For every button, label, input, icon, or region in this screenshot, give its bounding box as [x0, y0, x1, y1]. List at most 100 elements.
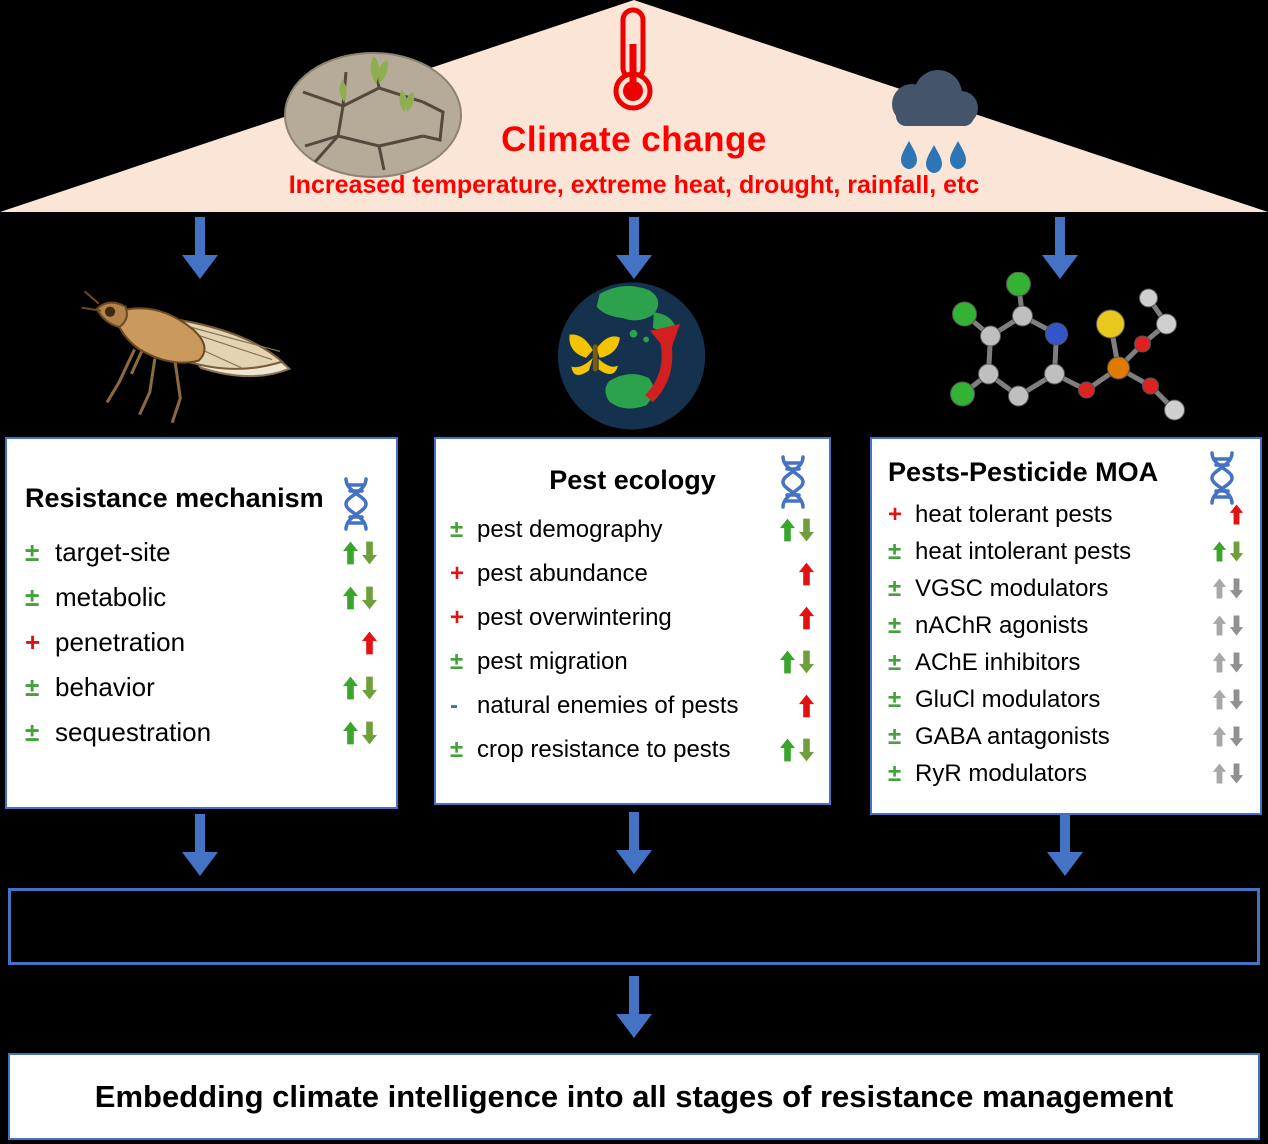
conclusion-box: Embedding climate intelligence into all … — [8, 1053, 1260, 1140]
item-label: heat tolerant pests — [915, 500, 1113, 528]
flow-arrow — [182, 814, 218, 876]
item-trend-arrows — [779, 737, 815, 763]
down-trend-arrow-icon — [1229, 689, 1244, 710]
item-label: behavior — [55, 672, 155, 702]
down-trend-arrow-icon — [798, 738, 815, 762]
flow-arrow — [616, 812, 652, 874]
item-trend-arrows — [342, 540, 378, 566]
panel-head: Pests-Pesticide MOA — [888, 451, 1244, 505]
panel-head: Pest ecology — [450, 455, 815, 509]
panel-title: Pest ecology — [549, 465, 716, 495]
up-trend-arrow-icon — [1212, 652, 1227, 673]
pest-ecology-panel: Pest ecology ±pest demography+pest abund… — [434, 437, 831, 805]
panel-head: Resistance mechanism — [25, 477, 378, 531]
dna-icon — [773, 455, 813, 509]
item-sign: ± — [888, 537, 902, 565]
item-label: nAChR agonists — [915, 611, 1089, 639]
panel-title: Resistance mechanism — [25, 483, 324, 513]
down-trend-arrow-icon — [361, 721, 378, 744]
item-label: sequestration — [55, 717, 212, 747]
item-trend-arrows — [779, 649, 815, 675]
panel-item: ±pest demography — [450, 508, 815, 552]
up-trend-arrow-icon — [361, 631, 378, 654]
panel-item: -natural enemies of pests — [450, 684, 815, 728]
banner-subtitle: Increased temperature, extreme heat, dro… — [288, 171, 980, 199]
down-trend-arrow-icon — [1229, 615, 1244, 636]
item-label: natural enemies of pests — [477, 692, 739, 719]
down-trend-arrow-icon — [1229, 652, 1244, 673]
item-sign: + — [450, 560, 465, 587]
item-label: pest migration — [477, 648, 628, 675]
pesticide-molecule-icon — [950, 272, 1185, 421]
flow-arrow — [1047, 814, 1083, 876]
item-sign: ± — [888, 648, 902, 676]
item-sign: ± — [888, 722, 902, 750]
item-trend-arrows — [1212, 762, 1244, 785]
panel-item: + heat tolerant pests — [888, 496, 1244, 533]
panel-item: ±crop resistance to pests — [450, 728, 815, 772]
item-sign: ± — [888, 759, 902, 787]
item-trend-arrows — [1212, 540, 1244, 563]
down-trend-arrow-icon — [1229, 541, 1244, 562]
up-trend-arrow-icon — [1212, 763, 1227, 784]
rain-cloud-icon — [892, 70, 978, 173]
flow-arrow — [182, 217, 218, 279]
panel-title: Pests-Pesticide MOA — [888, 457, 1159, 487]
item-label: metabolic — [55, 582, 167, 612]
item-sign: + — [25, 627, 41, 657]
item-sign: + — [888, 500, 903, 528]
flow-arrow — [1042, 217, 1078, 279]
panel-item: ±RyR modulators — [888, 755, 1244, 792]
panel-items: ±pest demography+pest abundance+pest ove… — [450, 508, 815, 772]
up-trend-arrow-icon — [342, 541, 359, 564]
item-label: VGSC modulators — [915, 574, 1109, 602]
panel-item: ±sequestration — [25, 710, 378, 755]
pests-pesticide-moa-panel: Pests-Pesticide MOA + heat tolerant pests… — [870, 437, 1262, 815]
panel-item: + pest overwintering — [450, 596, 815, 640]
item-sign: ± — [888, 574, 902, 602]
item-label: target-site — [55, 537, 171, 567]
item-sign: ± — [450, 516, 464, 543]
item-label: pest overwintering — [477, 604, 672, 631]
globe-pest-spread-icon — [557, 282, 706, 430]
item-trend-arrows — [798, 693, 815, 719]
item-label: penetration — [55, 627, 186, 657]
item-trend-arrows — [1229, 503, 1244, 526]
panel-item: +pest abundance — [450, 552, 815, 596]
item-trend-arrows — [779, 517, 815, 543]
item-trend-arrows — [342, 720, 378, 746]
down-trend-arrow-icon — [1229, 763, 1244, 784]
panel-item: ± VGSC modulators — [888, 570, 1244, 607]
up-trend-arrow-icon — [342, 586, 359, 609]
item-trend-arrows — [342, 675, 378, 701]
up-trend-arrow-icon — [779, 650, 796, 674]
up-trend-arrow-icon — [1212, 615, 1227, 636]
item-trend-arrows — [1212, 651, 1244, 674]
item-label: GluCl modulators — [915, 685, 1101, 713]
down-trend-arrow-icon — [361, 676, 378, 699]
panel-item: ±pest migration — [450, 640, 815, 684]
up-trend-arrow-icon — [1212, 578, 1227, 599]
up-trend-arrow-icon — [342, 721, 359, 744]
up-trend-arrow-icon — [798, 562, 815, 586]
drought-soil-image — [284, 52, 462, 178]
item-trend-arrows — [361, 630, 378, 656]
item-sign: + — [450, 604, 465, 631]
up-trend-arrow-icon — [798, 694, 815, 718]
up-trend-arrow-icon — [342, 676, 359, 699]
down-trend-arrow-icon — [798, 518, 815, 542]
panel-item: ± GABA antagonists — [888, 718, 1244, 755]
panel-item: ±nAChR agonists — [888, 607, 1244, 644]
item-label: heat intolerant pests — [915, 537, 1132, 565]
item-sign: ± — [25, 582, 40, 612]
up-trend-arrow-icon — [1212, 689, 1227, 710]
up-trend-arrow-icon — [1229, 504, 1244, 525]
integration-box — [8, 888, 1260, 965]
item-trend-arrows — [798, 605, 815, 631]
thermometer-icon — [613, 7, 653, 111]
item-trend-arrows — [1212, 725, 1244, 748]
item-label: GABA antagonists — [915, 722, 1110, 750]
down-trend-arrow-icon — [1229, 578, 1244, 599]
item-sign: ± — [450, 736, 464, 763]
